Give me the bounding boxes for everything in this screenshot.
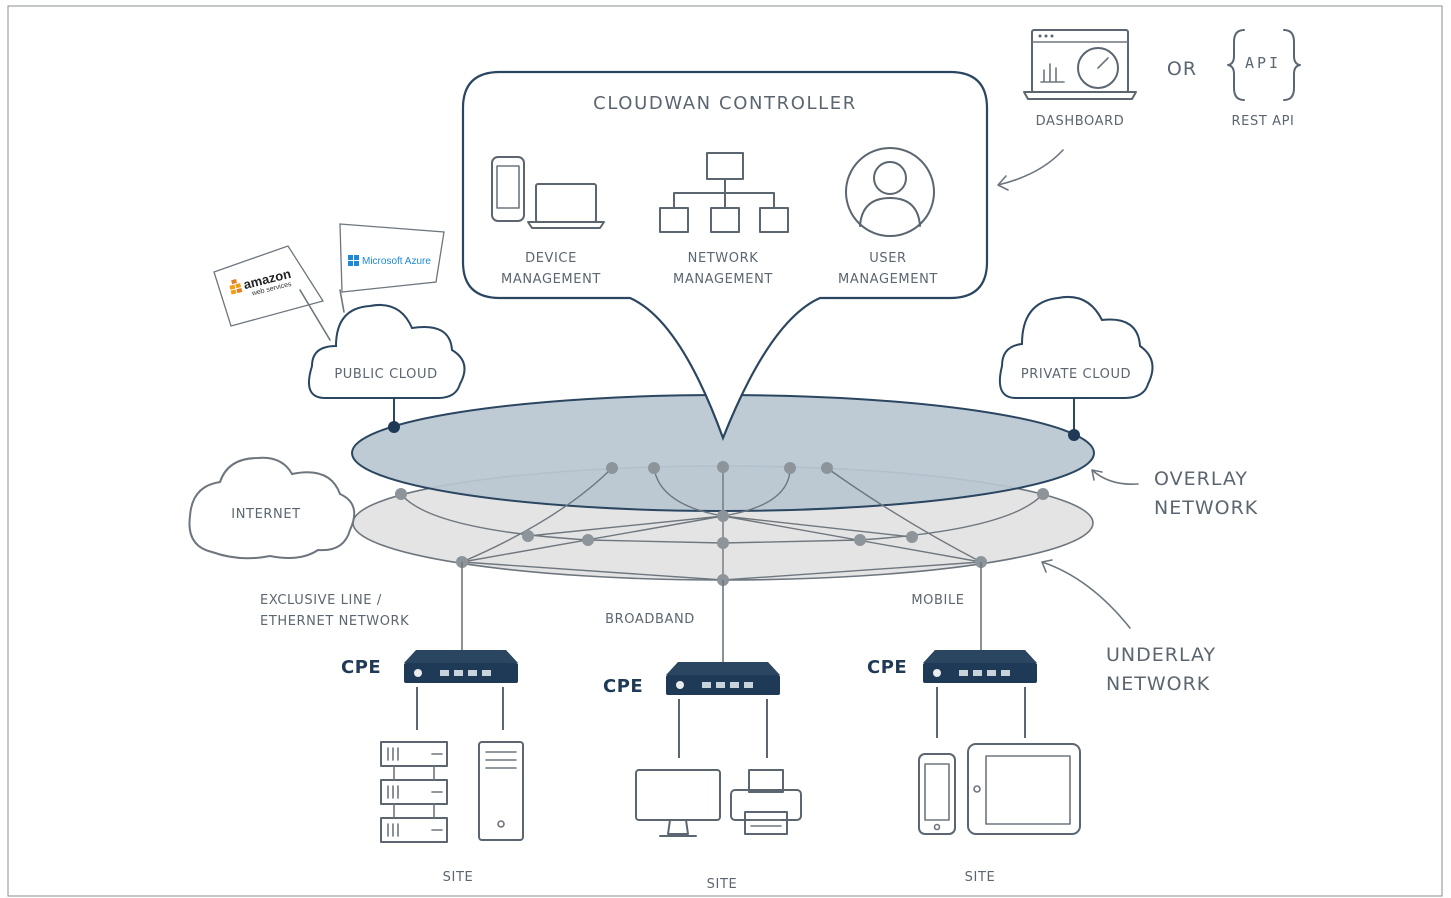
user-management-label-1: USER: [869, 251, 906, 266]
mesh-node: [717, 461, 729, 473]
or-label: OR: [1167, 58, 1197, 80]
private-cloud-shape: [998, 296, 1154, 399]
mesh-node: [1037, 488, 1049, 500]
internet-label: INTERNET: [231, 507, 300, 522]
user-management-icon: [845, 147, 935, 237]
controller-title: CLOUDWAN CONTROLLER: [593, 93, 857, 114]
dashboard-icon: [1023, 29, 1137, 100]
dashboard-label: DASHBOARD: [1036, 114, 1125, 129]
site-label-center: SITE: [707, 877, 738, 892]
underlay-arrow: [1041, 559, 1131, 629]
left-site-drops: [416, 687, 504, 730]
mesh-node: [582, 534, 594, 546]
exclusive-line-label-2: ETHERNET NETWORK: [260, 614, 409, 629]
desktop-monitor-icon: [635, 769, 721, 837]
overlay-label-1: OVERLAY: [1154, 468, 1248, 490]
broadband-label: BROADBAND: [605, 612, 695, 627]
azure-logo-text: Microsoft Azure: [362, 256, 431, 267]
mesh-node: [522, 530, 534, 542]
diagram-frame: [7, 5, 1443, 897]
mesh-node: [717, 510, 729, 522]
mobile-phone-icon: [918, 753, 956, 835]
network-management-label-1: NETWORK: [688, 251, 759, 266]
exclusive-line-label-1: EXCLUSIVE LINE /: [260, 593, 382, 608]
mesh-node: [606, 462, 618, 474]
mesh-node: [854, 534, 866, 546]
underlay-label-1: UNDERLAY: [1106, 644, 1216, 666]
amazon-web-services-card: amazon web services: [213, 245, 325, 327]
public-cloud-anchor: [388, 421, 400, 433]
api-braces-icon: [1227, 29, 1301, 101]
right-site-drops: [936, 687, 1026, 738]
public-cloud-shape: [308, 304, 466, 399]
mesh-node: [648, 462, 660, 474]
user-management-label-2: MANAGEMENT: [838, 272, 938, 287]
microsoft-azure-card: Microsoft Azure: [339, 223, 445, 293]
network-management-icon: [659, 152, 789, 233]
mesh-node: [717, 537, 729, 549]
public-cloud-label: PUBLIC CLOUD: [334, 367, 437, 382]
mobile-label: MOBILE: [911, 593, 964, 608]
center-site-drops: [678, 699, 768, 758]
overlay-label-2: NETWORK: [1154, 497, 1258, 519]
site-label-right: SITE: [965, 870, 996, 885]
private-cloud-anchor: [1068, 429, 1080, 441]
cpe-label-left: CPE: [341, 657, 381, 678]
mesh-node: [784, 462, 796, 474]
printer-icon: [730, 769, 802, 835]
internet-cloud-shape: [188, 456, 356, 560]
cpe-device-left: [404, 650, 518, 683]
network-management-label-2: MANAGEMENT: [673, 272, 773, 287]
mesh-node: [906, 531, 918, 543]
private-cloud-label: PRIVATE CLOUD: [1021, 367, 1131, 382]
cpe-device-right: [923, 650, 1037, 683]
device-management-icon: [491, 156, 605, 229]
device-management-label-2: MANAGEMENT: [501, 272, 601, 287]
cpe-device-center: [666, 662, 780, 695]
site-label-left: SITE: [443, 870, 474, 885]
cpe-label-center: CPE: [603, 676, 643, 697]
mesh-node: [395, 488, 407, 500]
overlay-arrow: [1091, 469, 1139, 486]
api-glyph: API: [1245, 54, 1281, 72]
cpe-label-right: CPE: [867, 657, 907, 678]
vendor-card-tail: [299, 289, 345, 341]
tablet-icon: [967, 743, 1081, 835]
tower-server-icon: [478, 741, 524, 841]
underlay-label-2: NETWORK: [1106, 673, 1210, 695]
device-management-label-1: DEVICE: [525, 251, 577, 266]
server-rack-icon: [380, 741, 448, 843]
rest-api-label: REST API: [1232, 114, 1295, 129]
dashboard-arrow: [997, 149, 1064, 191]
mesh-node: [821, 462, 833, 474]
